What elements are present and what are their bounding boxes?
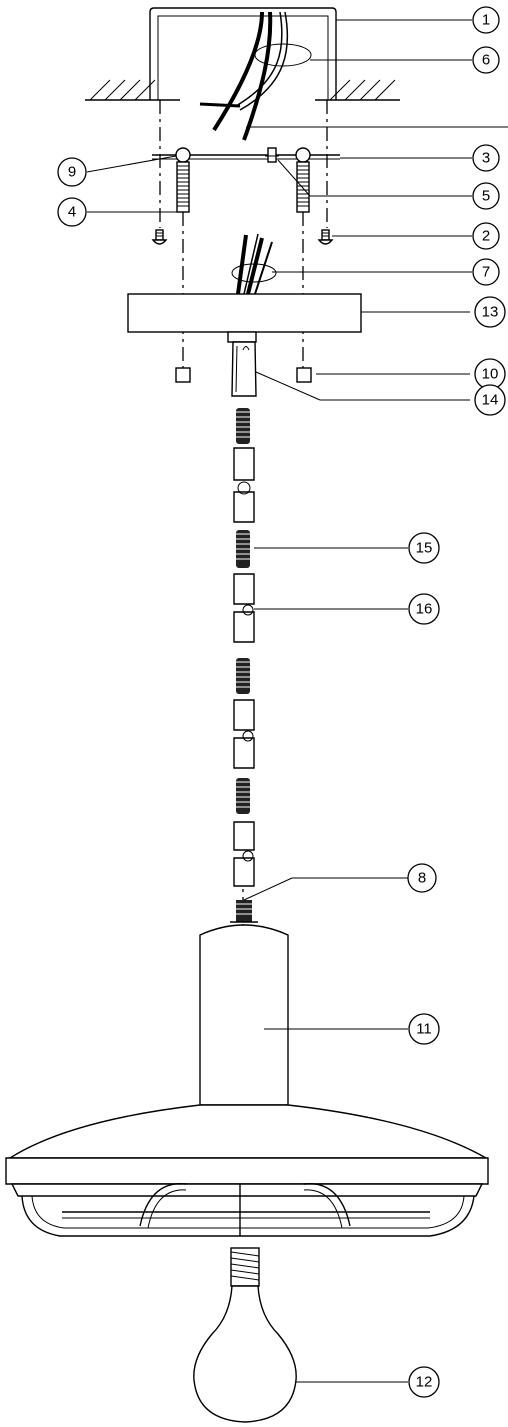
- callout-13-label: 13: [482, 304, 499, 321]
- callout-16-label: 16: [416, 601, 433, 618]
- callout-10-label: 10: [482, 366, 499, 383]
- callout-16: 16: [408, 593, 440, 625]
- chain-coil: [236, 778, 250, 814]
- callout-14: 14: [474, 384, 506, 416]
- callout-4-label: 4: [68, 204, 76, 221]
- threaded-pipe-right: [295, 147, 311, 213]
- callout-7-label: 7: [482, 264, 490, 281]
- canopy: [127, 293, 362, 333]
- callout-15: 15: [408, 532, 440, 564]
- chain-coil: [236, 408, 250, 444]
- fixture-wires: [231, 233, 277, 295]
- callout-14-label: 14: [482, 392, 499, 409]
- ground-screw: [265, 147, 279, 163]
- light-bulb: [193, 1247, 297, 1423]
- wire-guard: [21, 1183, 475, 1237]
- canopy-nut-right: [296, 367, 312, 383]
- callout-15-label: 15: [416, 540, 433, 557]
- threaded-pipe-left: [175, 147, 191, 213]
- callout-7: 7: [472, 258, 500, 286]
- callout-5-label: 5: [482, 188, 490, 205]
- shade-stem: [199, 924, 289, 1106]
- callout-4: 4: [57, 197, 87, 227]
- callout-5: 5: [472, 182, 500, 210]
- chain-coil: [236, 530, 250, 568]
- callout-12: 12: [408, 1366, 440, 1398]
- callout-8-label: 8: [418, 870, 426, 887]
- supply-wires: [199, 11, 312, 141]
- leader-lines: [86, 19, 508, 1383]
- callout-6-label: 6: [482, 52, 490, 69]
- canopy-loop: [231, 341, 257, 397]
- callout-3-label: 3: [482, 150, 490, 167]
- canopy-nut-left: [175, 367, 191, 383]
- chain: [233, 408, 255, 887]
- callout-10: 10: [474, 358, 506, 390]
- ceiling: [85, 79, 400, 101]
- callout-1-label: 1: [482, 12, 490, 29]
- callout-11: 11: [408, 1013, 440, 1045]
- box-screw-right: [317, 229, 334, 245]
- fixture-loop-nut: [230, 900, 258, 923]
- callout-13: 13: [474, 296, 506, 328]
- callout-1: 1: [472, 6, 500, 34]
- callout-9: 9: [57, 157, 87, 187]
- chain-coil: [236, 658, 250, 694]
- shade: [5, 1104, 489, 1197]
- callout-2-label: 2: [482, 228, 490, 245]
- callout-8: 8: [407, 863, 437, 893]
- callout-9-label: 9: [68, 164, 76, 181]
- callout-11-label: 11: [416, 1021, 432, 1038]
- box-screw-left: [151, 229, 168, 245]
- callout-12-label: 12: [416, 1374, 433, 1391]
- junction-box: [149, 7, 337, 100]
- callout-2: 2: [472, 222, 500, 250]
- callout-6: 6: [472, 46, 500, 74]
- callout-3: 3: [472, 144, 500, 172]
